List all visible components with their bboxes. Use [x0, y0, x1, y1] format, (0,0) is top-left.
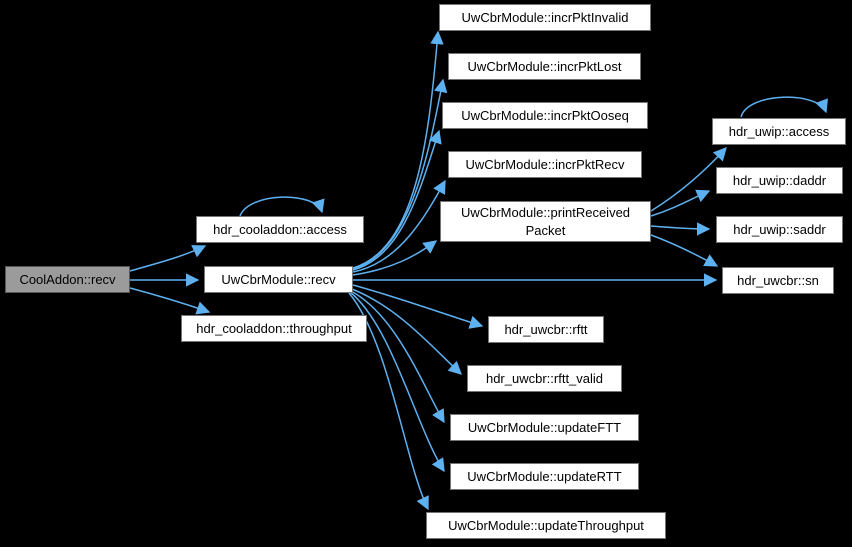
edge-printreceived-saddr [650, 222, 711, 236]
edge-uwcbrrecv-rftt [352, 284, 484, 329]
edge-uwcbrrecv-updatertt [349, 291, 445, 473]
edge-uwcbrrecv-rfttvalid [351, 288, 462, 375]
edge-printreceived-sn [650, 234, 719, 267]
node-update-ftt[interactable]: UwCbrModule::updateFTT [450, 414, 639, 441]
edge-uwcbrrecv-incrpktinvalid [352, 30, 444, 269]
node-hdr-uwcbr-rftt[interactable]: hdr_uwcbr::rftt [488, 316, 604, 343]
edge-printreceived-daddr [650, 189, 711, 217]
edge-cooladdonrecv-hdrcooladdonaccess [129, 245, 207, 272]
node-incr-pkt-invalid[interactable]: UwCbrModule::incrPktInvalid [439, 4, 651, 31]
edge-uwcbrrecv-printreceivedpacket [352, 240, 438, 276]
node-hdr-uwip-access[interactable]: hdr_uwip::access [712, 118, 846, 145]
edge-uwcbrrecv-incrpktooseq [352, 129, 442, 271]
node-update-throughput[interactable]: UwCbrModule::updateThroughput [426, 512, 666, 539]
edge-uwcbrrecv-updateftt [350, 290, 445, 424]
edge-printreceived-uwipaccess [650, 147, 727, 212]
node-hdr-cooladdon-access[interactable]: hdr_cooladdon::access [196, 216, 364, 243]
node-update-rtt[interactable]: UwCbrModule::updateRTT [450, 463, 639, 490]
node-hdr-uwcbr-sn[interactable]: hdr_uwcbr::sn [722, 267, 834, 294]
edge-uwcbrrecv-incrpktrecv [352, 179, 446, 273]
edge-uwcbrrecv-incrpktlost [352, 78, 448, 270]
edge-uwcbrrecv-updatethroughput [348, 292, 429, 511]
edge-hdruwipaccess-selfloop [740, 96, 828, 118]
node-cooladdon-recv: CoolAddon::recv [5, 266, 130, 293]
node-print-received-packet[interactable]: UwCbrModule::printReceived Packet [440, 201, 651, 242]
node-incr-pkt-ooseq[interactable]: UwCbrModule::incrPktOoseq [442, 102, 648, 129]
node-uwcbrmodule-recv[interactable]: UwCbrModule::recv [204, 266, 353, 293]
node-hdr-uwcbr-rftt-valid[interactable]: hdr_uwcbr::rftt_valid [467, 365, 622, 392]
node-incr-pkt-lost[interactable]: UwCbrModule::incrPktLost [448, 53, 641, 80]
node-hdr-uwip-saddr[interactable]: hdr_uwip::saddr [716, 216, 843, 243]
node-hdr-uwip-daddr[interactable]: hdr_uwip::daddr [716, 167, 843, 194]
edge-hdrcooladdonaccess-selfloop [239, 196, 325, 217]
node-incr-pkt-recv[interactable]: UwCbrModule::incrPktRecv [448, 151, 642, 178]
edge-cooladdonrecv-throughput [129, 287, 211, 315]
node-hdr-cooladdon-throughput[interactable]: hdr_cooladdon::throughput [181, 315, 367, 342]
